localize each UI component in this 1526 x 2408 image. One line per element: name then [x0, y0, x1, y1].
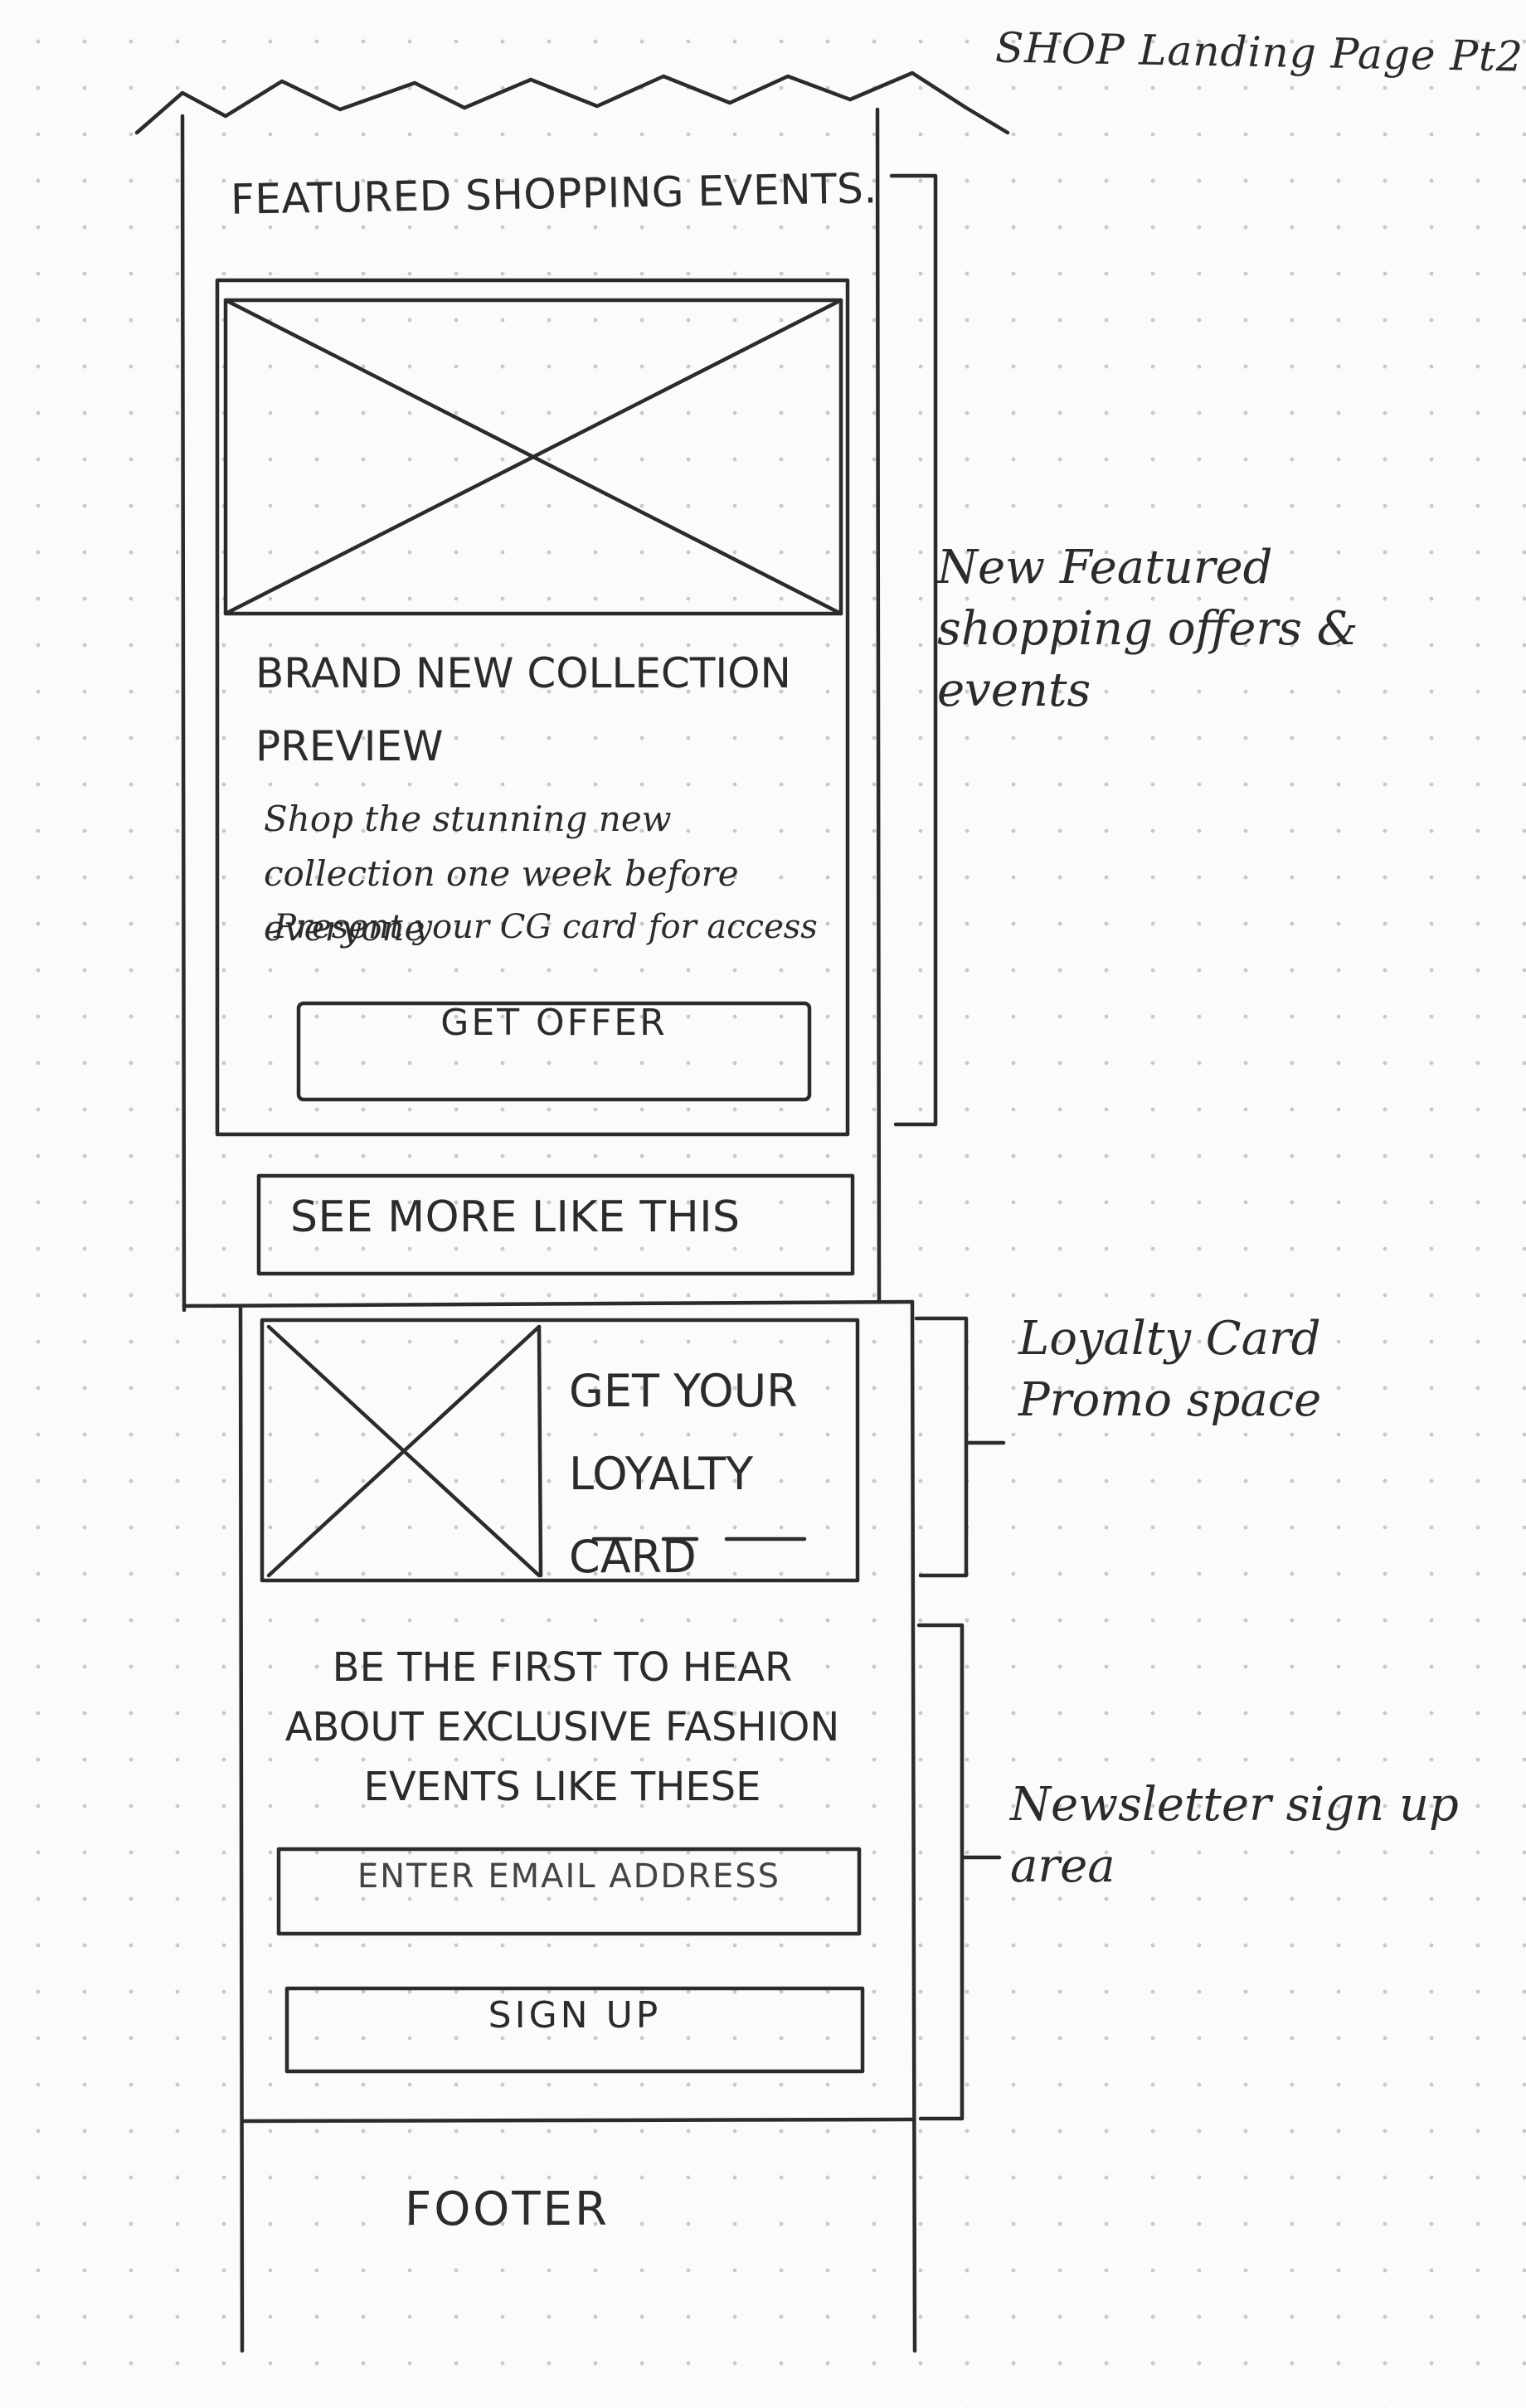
loyalty-card-heading: GET YOUR LOYALTY CARD	[569, 1365, 798, 1583]
loyalty-image-divider	[537, 1324, 543, 1578]
email-field-outline	[276, 1847, 862, 1936]
newsletter-bracket	[916, 1623, 1002, 2121]
loyalty-card-outline	[260, 1318, 860, 1583]
loyalty-image-cross	[266, 1324, 542, 1578]
featured-card-title: BRAND NEW COLLECTION PREVIEW	[255, 649, 791, 770]
loyalty-bracket	[914, 1316, 1006, 1578]
signup-button[interactable]: SIGN UP	[488, 1994, 662, 2037]
featured-image-placeholder	[223, 298, 843, 616]
see-more-button-outline	[256, 1173, 855, 1276]
section-divider	[182, 1299, 915, 1308]
newsletter-heading: BE THE FIRST TO HEAR ABOUT EXCLUSIVE FAS…	[284, 1644, 840, 1810]
see-more-button[interactable]: SEE MORE LIKE THIS	[290, 1192, 741, 1242]
annotation-featured: New Featured shopping offers & events	[937, 541, 1358, 717]
get-offer-button[interactable]: GET OFFER	[440, 1002, 668, 1044]
phone-frame-left	[180, 114, 245, 2353]
featured-card-access-note: Present your CG card for access	[274, 908, 818, 946]
email-input[interactable]: ENTER EMAIL ADDRESS	[357, 1857, 781, 1896]
featured-bracket	[889, 173, 938, 1127]
signup-button-outline	[284, 1986, 865, 2074]
featured-card-description: Shop the stunning new collection one wee…	[264, 799, 739, 949]
footer-label: FOOTER	[405, 2182, 610, 2236]
phone-frame-right	[875, 107, 917, 2353]
featured-image-cross	[223, 298, 843, 616]
newsletter-section-divider	[240, 2117, 915, 2124]
featured-card-outline	[215, 278, 850, 1137]
sheet-title: SHOP Landing Page Pt2	[994, 23, 1524, 81]
annotation-newsletter: Newsletter sign up area	[1010, 1778, 1459, 1893]
torn-top-edge	[134, 70, 1010, 135]
get-offer-button-outline	[296, 1001, 812, 1102]
annotation-loyalty: Loyalty Card Promo space	[1018, 1312, 1322, 1427]
